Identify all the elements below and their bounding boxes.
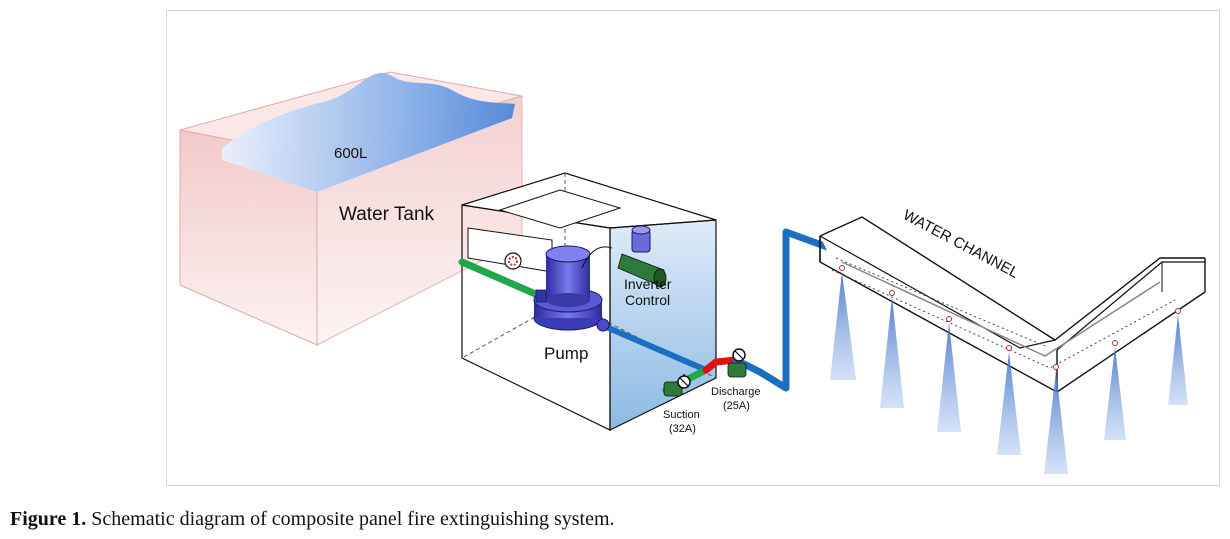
tank-label: Water Tank — [339, 204, 435, 225]
inverter-label-line1: Inverter — [624, 276, 672, 292]
sprinkler-spray — [1168, 308, 1188, 405]
figure-number: Figure 1. — [10, 508, 87, 530]
suction-label-line1: Suction — [663, 409, 700, 421]
supply-pipe — [732, 228, 834, 392]
water-surface — [222, 72, 515, 192]
figure-caption: Figure 1. Schematic diagram of composite… — [10, 508, 615, 531]
discharge-label-line2: (25A) — [723, 400, 750, 412]
pump-icon — [533, 245, 613, 332]
figure-frame — [166, 10, 1220, 486]
sprinkler-spray — [1104, 340, 1126, 440]
enclosure-top-opening — [498, 189, 622, 229]
suction-label-line2: (32A) — [669, 423, 696, 435]
suction-valve-icon — [663, 374, 691, 397]
pressure-gauge-icon — [504, 252, 522, 270]
sprinkler-spray — [997, 345, 1021, 455]
sprinkler-spray — [830, 265, 856, 380]
tank-volume-label: 600L — [334, 145, 367, 162]
caption-text: Schematic diagram of composite panel fir… — [86, 508, 615, 530]
pump-label: Pump — [544, 344, 588, 363]
suction-pipe — [458, 258, 544, 300]
water-tank — [179, 71, 523, 346]
water-channel — [819, 216, 1206, 393]
inverter-icon — [617, 225, 667, 288]
discharge-pipe — [702, 356, 740, 374]
sprinkler-spray — [880, 290, 904, 408]
sprinkler-spray — [1044, 364, 1068, 474]
inverter-label-line2: Control — [625, 292, 670, 308]
pump-outlet-pipe — [601, 323, 709, 373]
discharge-valve-icon — [727, 348, 747, 378]
discharge-label-line1: Discharge — [711, 386, 761, 398]
sprinkler-spray — [937, 316, 961, 432]
